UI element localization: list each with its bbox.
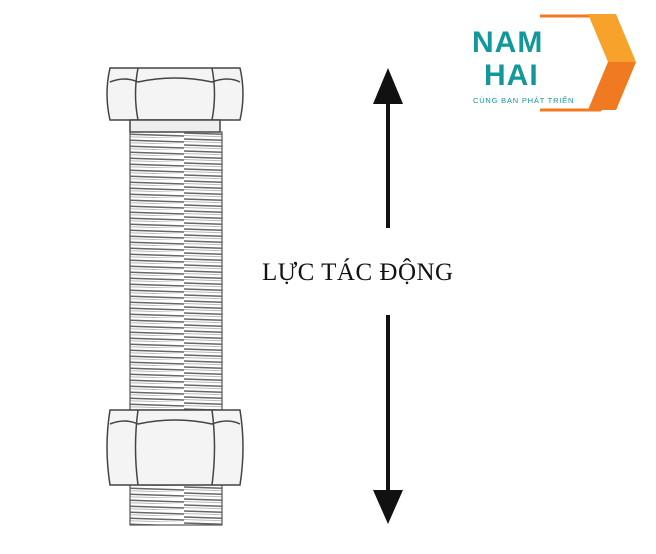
force-label: LỰC TÁC ĐỘNG — [262, 259, 454, 286]
nut — [106, 409, 244, 486]
bolt-head — [106, 67, 244, 133]
force-arrow-down — [373, 315, 403, 524]
logo-chevron — [540, 14, 636, 112]
force-arrow-up — [373, 68, 403, 228]
nam-hai-logo: NAM HAI CÙNG BẠN PHÁT TRIỂN — [470, 14, 640, 120]
logo-tagline: CÙNG BẠN PHÁT TRIỂN — [473, 96, 575, 105]
logo-line2: HAI — [484, 59, 539, 92]
bolt-shank — [129, 131, 223, 526]
logo-line1: NAM — [472, 26, 544, 59]
